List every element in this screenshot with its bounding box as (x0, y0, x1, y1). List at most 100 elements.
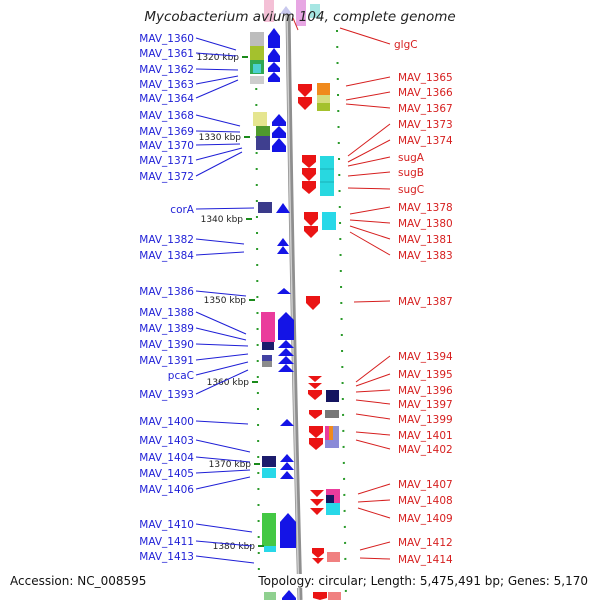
feature-bar (317, 95, 330, 103)
gene-arrow (302, 168, 316, 181)
right-gene-label: MAV_1381 (398, 234, 453, 246)
gene-arrow (308, 376, 322, 382)
right-leader-line (347, 171, 391, 177)
right-leader-line (355, 413, 391, 420)
right-gene-label: MAV_1373 (398, 119, 453, 131)
right-leader-line (347, 123, 391, 157)
right-gene-label: sugA (398, 152, 425, 164)
gene-arrow (298, 97, 312, 110)
gene-arrow (309, 410, 322, 419)
left-gene-label: MAV_1372 (139, 171, 194, 183)
feature-bar (326, 489, 340, 495)
left-gene-label: MAV_1393 (139, 389, 194, 401)
right-gene-labels: glgCMAV_1365MAV_1366MAV_1367MAV_1373MAV_… (339, 27, 453, 566)
left-gene-label: MAV_1363 (139, 79, 194, 91)
gene-arrow (298, 84, 312, 97)
left-leader-line (195, 79, 239, 99)
left-gene-label: MAV_1371 (139, 155, 194, 167)
gene-arrow (277, 288, 291, 294)
gene-arrow (278, 348, 294, 356)
feature-arrow (280, 6, 292, 14)
left-leader-line (195, 555, 255, 564)
left-leader-line (195, 343, 249, 347)
scale-tick-label: 1330 kbp (199, 133, 242, 143)
right-gene-label: sugC (398, 184, 424, 196)
feature-bar (262, 456, 276, 467)
left-leader-line (195, 311, 247, 335)
right-gene-label: MAV_1414 (398, 554, 453, 566)
feature-bar (256, 126, 270, 136)
left-leader-line (195, 130, 241, 133)
right-gene-label: MAV_1397 (398, 399, 453, 411)
left-leader-line (195, 456, 251, 463)
right-feature-blocks (317, 83, 341, 600)
feature-bar (329, 426, 333, 440)
feature-bar (325, 440, 339, 448)
left-gene-label: corA (170, 204, 195, 216)
right-leader-line (347, 156, 391, 167)
left-leader-line (195, 439, 251, 453)
feature-bar (264, 546, 276, 552)
right-gene-label: MAV_1396 (398, 385, 453, 397)
gene-arrow (309, 426, 323, 438)
feature-bar (250, 32, 264, 46)
right-leader-line (359, 557, 391, 560)
scale-tick-backdrop (209, 540, 255, 551)
gene-arrow (280, 462, 294, 470)
right-gene-label: MAV_1395 (398, 369, 453, 381)
gene-arrow (310, 499, 324, 506)
feature-leader (292, 17, 299, 31)
left-gene-label: MAV_1411 (139, 536, 194, 548)
left-leader-line (195, 37, 237, 51)
left-gene-label: MAV_1384 (139, 250, 194, 262)
left-leader-line (195, 143, 241, 146)
left-leader-line (195, 469, 251, 474)
left-feature-blocks (250, 32, 276, 600)
left-gene-label: MAV_1404 (139, 452, 194, 464)
right-gene-label: MAV_1365 (398, 72, 453, 84)
scale-tick-label: 1320 kbp (197, 53, 240, 63)
left-leader-line (195, 523, 253, 533)
feature-bar (264, 592, 276, 600)
left-leader-line (195, 290, 247, 297)
gene-arrow (312, 558, 324, 564)
right-gene-label: MAV_1367 (398, 103, 453, 115)
right-leader-line (355, 399, 391, 405)
scale-tick-backdrop (195, 131, 241, 142)
gene-arrow (268, 72, 280, 82)
feature-bar (317, 83, 330, 95)
gene-arrow (272, 126, 286, 138)
right-leader-line (345, 76, 391, 87)
right-leader-line (349, 231, 391, 256)
gene-arrow (310, 508, 324, 515)
right-leader-line (359, 541, 391, 551)
feature-bar (322, 212, 336, 230)
gene-arrow (280, 454, 294, 462)
right-gene-label: MAV_1380 (398, 218, 453, 230)
scale-tick-label: 1380 kbp (213, 542, 256, 552)
gene-arrow (272, 114, 286, 126)
left-gene-label: MAV_1406 (139, 484, 194, 496)
gene-arrow (306, 296, 320, 310)
scale-tick-backdrop (203, 376, 249, 387)
right-leader-line (347, 139, 391, 163)
scale-tick-label: 1350 kbp (204, 296, 247, 306)
feature-bar (250, 46, 264, 60)
left-gene-label: MAV_1391 (139, 355, 194, 367)
gene-arrow (277, 246, 289, 254)
left-leader-line (195, 420, 249, 425)
gene-arrow (268, 48, 280, 62)
right-gene-label: MAV_1402 (398, 444, 453, 456)
gene-arrow (278, 340, 294, 348)
left-gene-label: MAV_1389 (139, 323, 194, 335)
right-leader-line (349, 206, 391, 215)
left-leader-line (195, 207, 255, 210)
right-strand-genes (298, 84, 327, 600)
left-gene-label: MAV_1400 (139, 416, 194, 428)
scale-tick-label: 1370 kbp (209, 460, 252, 470)
left-gene-label: MAV_1405 (139, 468, 194, 480)
left-gene-label: MAV_1388 (139, 307, 194, 319)
right-leader-line (345, 91, 391, 101)
feature-bar (325, 410, 339, 418)
